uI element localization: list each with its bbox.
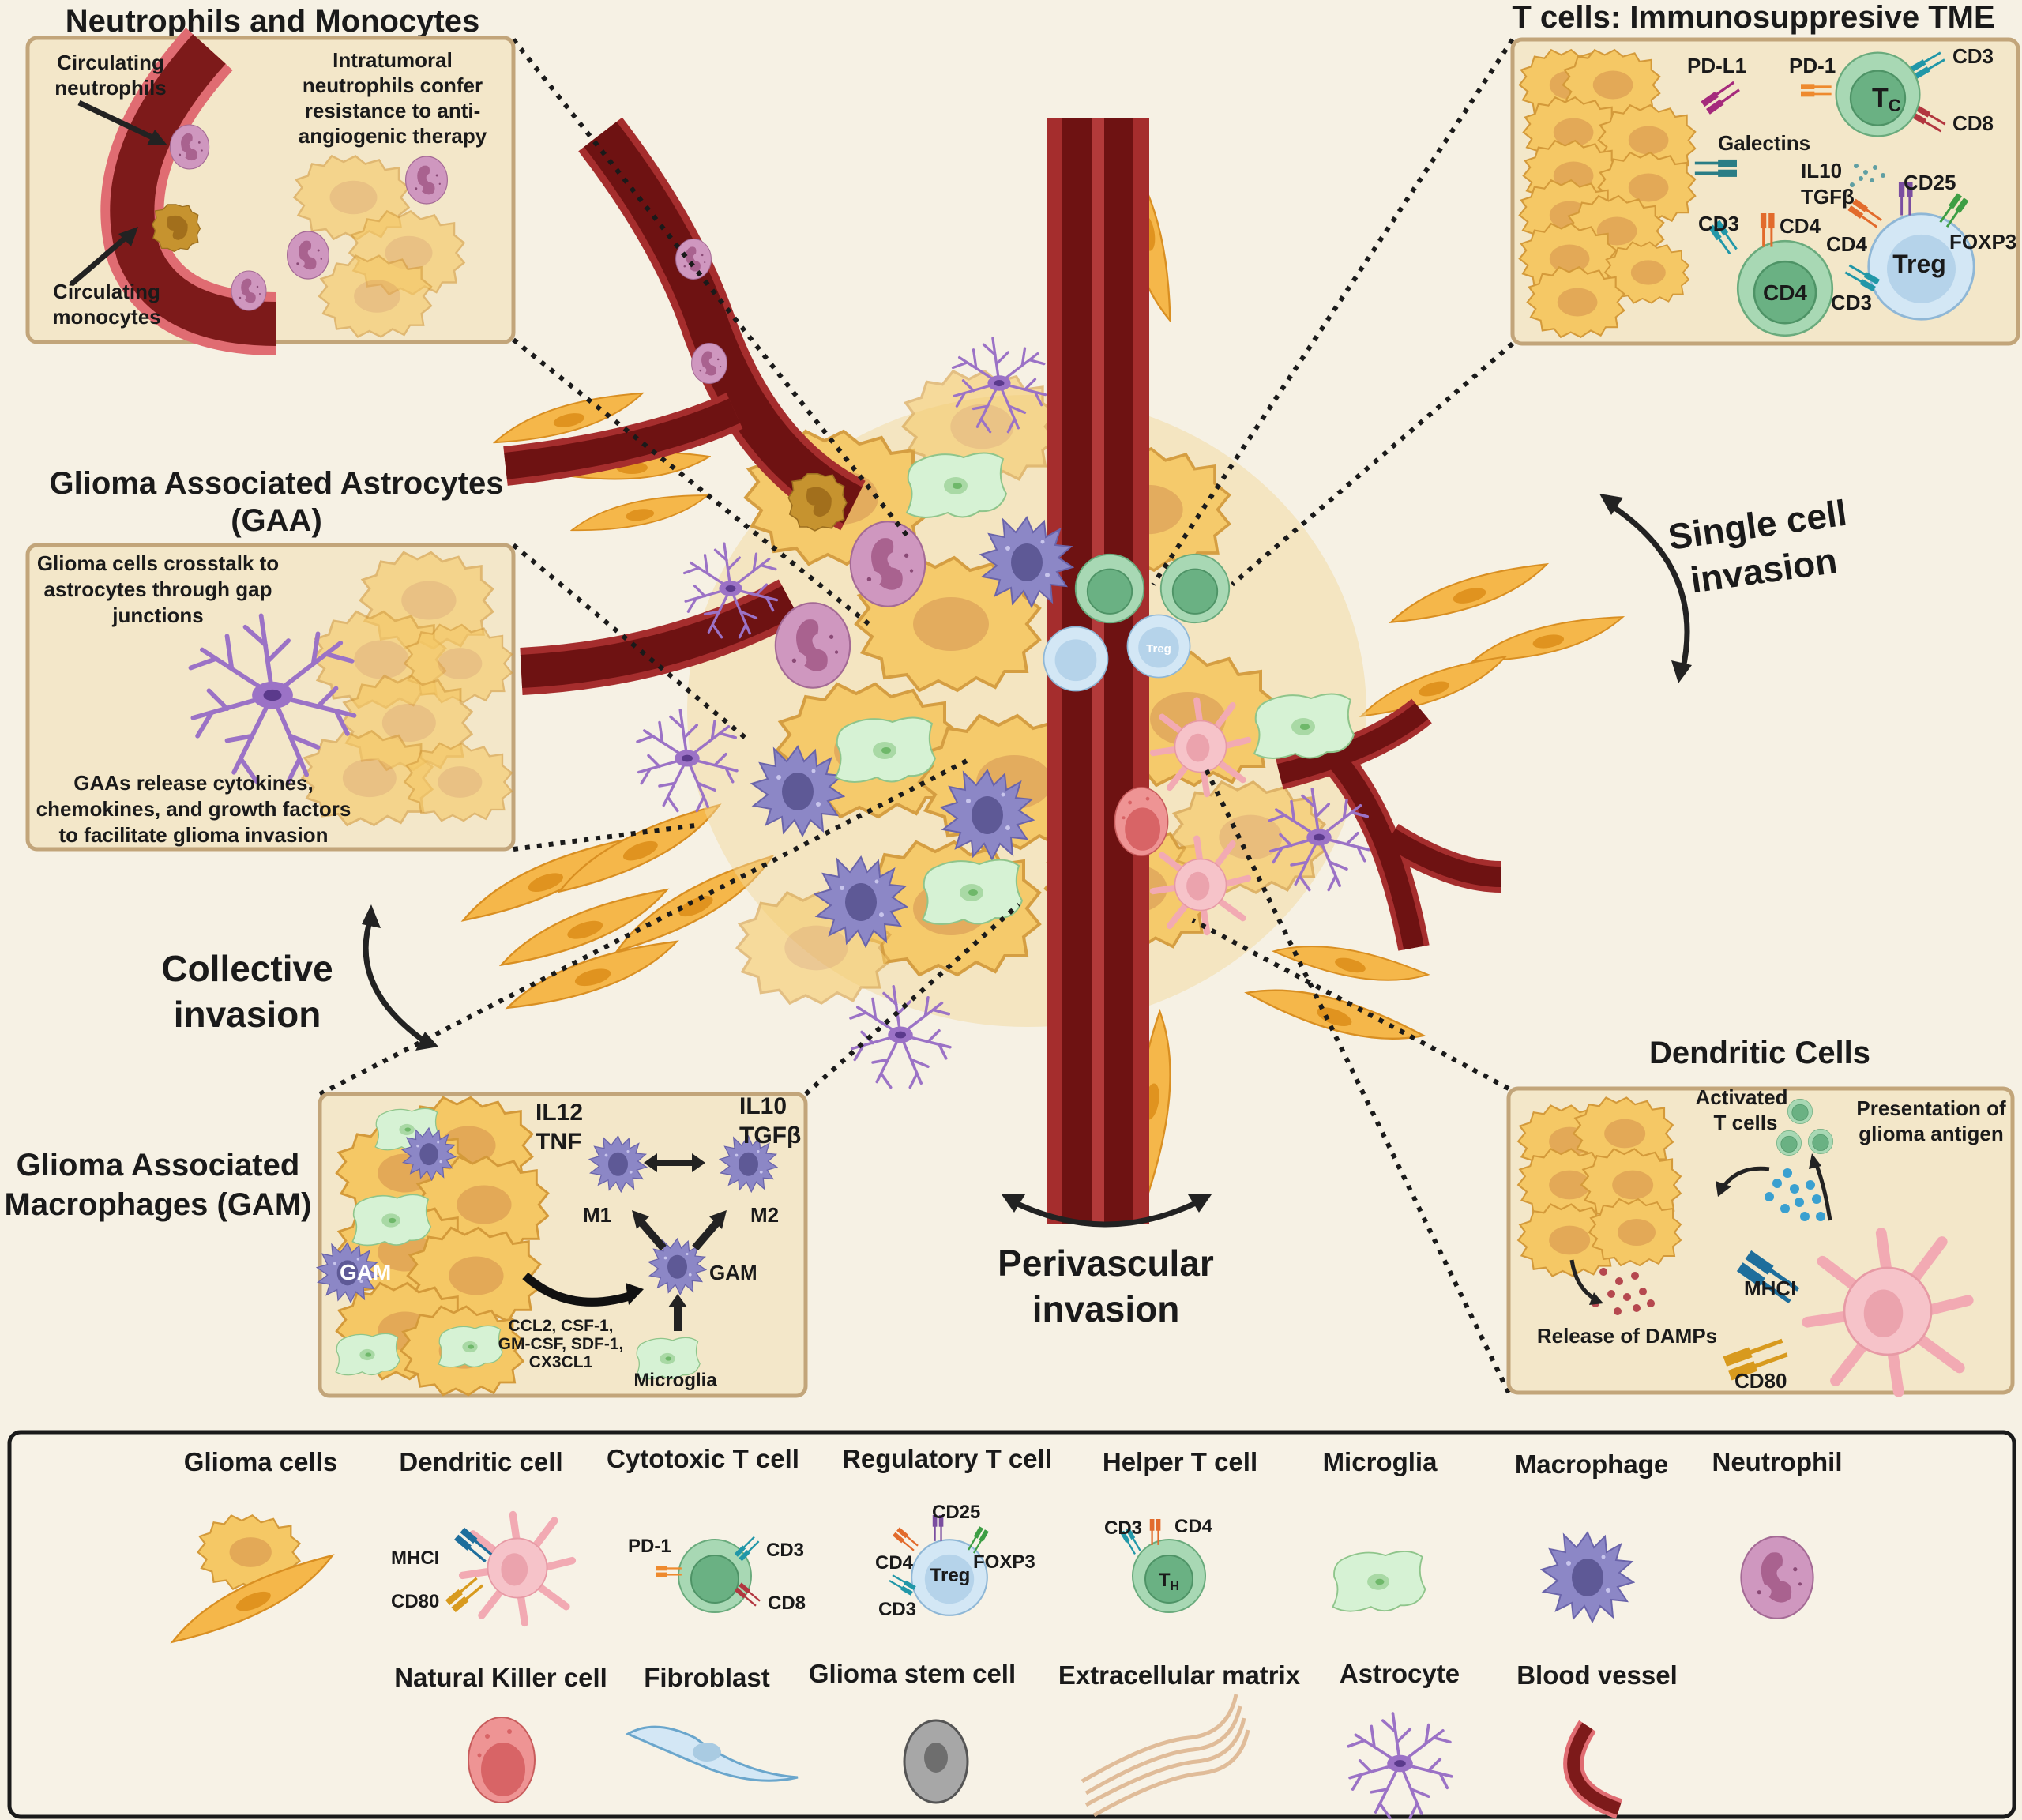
single-cell-invasion-group: Single cellinvasion (1666, 492, 1856, 604)
central-treg-label: Treg (1146, 642, 1171, 656)
fibroblast-icon (625, 1725, 799, 1782)
cd4-treg-label: CD4 (1826, 232, 1868, 256)
legend-label-glioma-cells: Glioma cells (184, 1447, 337, 1476)
ecm-icon (1081, 1694, 1250, 1818)
cd8-label: CD8 (1952, 111, 1994, 135)
cd25-label: CD25 (1904, 171, 1956, 194)
cd4-marker-label: CD4 (1780, 214, 1821, 238)
cytotoxic-t-cell-icon: PD-1 CD3 CD8 (628, 1535, 806, 1614)
legend-label-neutrophil: Neutrophil (1712, 1447, 1843, 1476)
tgfb-label: TGFβ (1801, 185, 1855, 209)
svg-text:CD3: CD3 (878, 1599, 916, 1620)
foxp3-label: FOXP3 (1949, 230, 2016, 254)
legend-label-macrophage: Macrophage (1515, 1450, 1668, 1479)
panel-title: Glioma Associated Astrocytes(GAA) (49, 466, 503, 538)
svg-text:CD4: CD4 (875, 1552, 914, 1574)
legend: Glioma cells Dendritic cell Cytotoxic T … (7, 1430, 2016, 1820)
dendritic-cell-icon: MHCI CD80 (391, 1515, 572, 1623)
svg-text:PD-1: PD-1 (628, 1536, 671, 1557)
pd-l1-label: PD-L1 (1687, 54, 1746, 77)
legend-label-cytotoxic-t-cell: Cytotoxic T cell (607, 1444, 799, 1473)
single-cell-invasion-label: Single cellinvasion (1666, 492, 1856, 604)
svg-text:TH: TH (1159, 1570, 1179, 1593)
central-tumor-scene: Treg (453, 117, 1628, 1224)
gaa-release-note: GAAs release cytokines,chemokines, and g… (36, 771, 351, 847)
legend-label-regulatory-t-cell: Regulatory T cell (842, 1444, 1052, 1473)
panel-title: T cells: Immunosuppresive TME (1512, 0, 1994, 35)
panel-title: Dendritic Cells (1649, 1036, 1870, 1070)
cd80-label: CD80 (1734, 1369, 1787, 1393)
panel-title: Neutrophils and Monocytes (66, 4, 480, 39)
svg-text:CD25: CD25 (932, 1502, 980, 1523)
legend-label-microglia: Microglia (1323, 1447, 1438, 1476)
galectins-label: Galectins (1718, 131, 1810, 155)
svg-text:CD4: CD4 (1174, 1516, 1213, 1537)
legend-label-glioma-stem-cell: Glioma stem cell (809, 1659, 1016, 1688)
damps-label: Release of DAMPs (1537, 1324, 1717, 1348)
cd4-cell-label: CD4 (1763, 280, 1807, 305)
legend-label-nk-cell: Natural Killer cell (394, 1663, 607, 1692)
panel-glioma-associated-astrocytes: Glioma Associated Astrocytes(GAA) Glioma… (25, 466, 516, 852)
svg-text:CD3: CD3 (766, 1540, 804, 1561)
svg-text:Treg: Treg (930, 1565, 971, 1586)
immune-cells: Treg (636, 239, 1370, 1089)
gam-in-tissue-label: GAM (340, 1260, 391, 1284)
m2-label: M2 (750, 1203, 779, 1227)
treg-cell-label: Treg (1892, 250, 1946, 278)
legend-label-helper-t-cell: Helper T cell (1103, 1447, 1257, 1476)
legend-label-fibroblast: Fibroblast (644, 1663, 770, 1692)
svg-text:CD3: CD3 (1104, 1517, 1142, 1539)
gam-label: GAM (709, 1261, 757, 1284)
helper-t-cell-icon: TH CD3 CD4 (1104, 1516, 1213, 1613)
cd3-cd4-label: CD3 (1698, 212, 1739, 235)
regulatory-t-cell-icon: Treg CD25 CD4 FOXP3 CD3 (875, 1502, 1035, 1620)
tc-label: TC (1872, 83, 1901, 115)
cd3-tc-label: CD3 (1952, 44, 1994, 68)
legend-label-astrocyte: Astrocyte (1340, 1659, 1460, 1688)
glioma-stem-cell-icon (903, 1719, 969, 1804)
antigen-dots (1765, 1168, 1825, 1221)
svg-text:FOXP3: FOXP3 (973, 1551, 1035, 1573)
cytokine-dots (1850, 164, 1885, 187)
neutrophil-icon (1740, 1536, 1814, 1619)
m1-label: M1 (583, 1203, 611, 1227)
cd3-treg-label: CD3 (1831, 291, 1872, 314)
svg-text:CD80: CD80 (391, 1591, 439, 1612)
microglia-icon (1332, 1550, 1426, 1612)
legend-label-dendritic-cell: Dendritic cell (399, 1447, 562, 1476)
svg-text:MHCI: MHCI (391, 1547, 439, 1569)
nk-cell-icon (468, 1717, 536, 1803)
mhci-label: MHCI (1744, 1277, 1796, 1300)
blood-vessel-icon (1563, 1720, 1623, 1819)
il10-label: IL10 (1801, 159, 1842, 182)
microglia-label: Microglia (633, 1370, 717, 1391)
pd-1-label: PD-1 (1789, 54, 1836, 77)
legend-label-blood-vessel: Blood vessel (1516, 1660, 1678, 1690)
chemokines-label: CCL2, CSF-1,GM-CSF, SDF-1,CX3CL1 (498, 1317, 624, 1371)
panel-t-cells-immunosuppressive: T cells: Immunosuppresive TME TC CD4 Tre… (1510, 0, 2020, 346)
svg-text:CD8: CD8 (768, 1592, 806, 1614)
legend-label-ecm: Extracellular matrix (1058, 1660, 1301, 1690)
